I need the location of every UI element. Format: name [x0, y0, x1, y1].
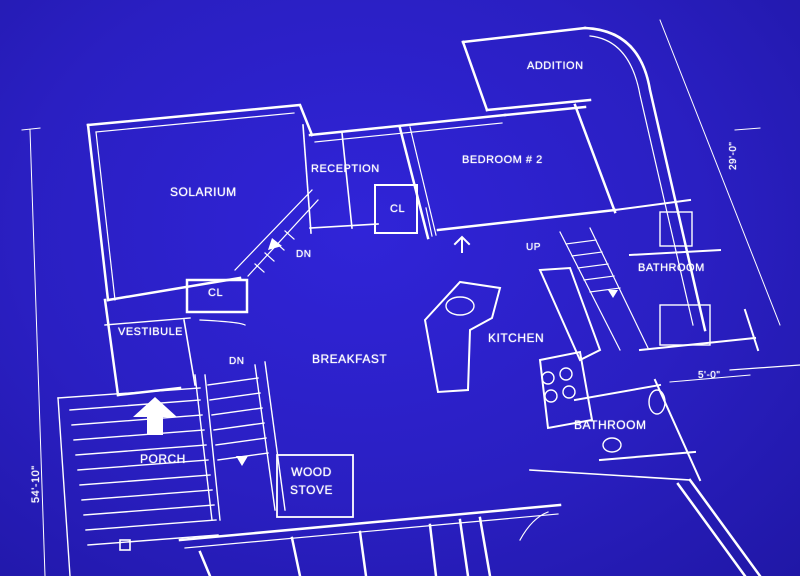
- dimension-right-vertical: 29'-0": [728, 141, 739, 170]
- room-label-closet-upper: CL: [390, 203, 406, 215]
- kitchen-counter: [423, 266, 602, 430]
- dimension-lines: [21, 19, 781, 576]
- room-label-closet-lower: CL: [208, 287, 224, 299]
- lower-right-walls: [529, 364, 800, 576]
- room-label-bedroom-2: BEDROOM # 2: [462, 154, 543, 166]
- porch: [57, 387, 219, 576]
- room-label-reception: RECEPTION: [311, 163, 380, 175]
- right-stair: [559, 227, 649, 351]
- wood-stove-line-2: STOVE: [290, 483, 333, 497]
- entrance-arrow-icon: [133, 397, 177, 435]
- wood-stove-line-1: WOOD: [291, 465, 332, 479]
- stair-label-up: UP: [526, 242, 541, 253]
- stair-label-dn-lower: DN: [229, 356, 245, 367]
- dimension-left-vertical: 54'-10": [30, 465, 42, 503]
- bathroom-upper-walls: [613, 198, 760, 352]
- room-label-porch: PORCH: [140, 452, 186, 466]
- room-label-breakfast: BREAKFAST: [312, 352, 388, 366]
- diagonal-stair: [234, 189, 319, 277]
- stair-direction-markers: [236, 238, 618, 466]
- room-label-addition: ADDITION: [527, 60, 584, 72]
- bathroom-lower-walls: [573, 378, 702, 482]
- dimension-small-horizontal: 5'-0": [698, 370, 721, 381]
- solarium-walls: [86, 103, 314, 302]
- bedroom-reception-walls: [308, 103, 617, 240]
- room-label-bathroom-lower: BATHROOM: [574, 418, 647, 432]
- vestibule-closet-walls: [103, 278, 249, 397]
- room-label-bathroom-upper: BATHROOM: [638, 262, 705, 274]
- small-arrows: [425, 207, 471, 253]
- room-label-wood-stove: WOOD STOVE: [290, 463, 333, 499]
- left-stair: [194, 361, 286, 521]
- room-label-kitchen: KITCHEN: [488, 331, 545, 345]
- addition-walls: [461, 26, 707, 332]
- room-label-vestibule: VESTIBULE: [118, 326, 184, 338]
- room-label-solarium: SOLARIUM: [170, 185, 237, 199]
- stair-label-dn-upper: DN: [296, 249, 312, 260]
- wood-stove: [276, 454, 354, 518]
- bottom-walls: [178, 503, 562, 576]
